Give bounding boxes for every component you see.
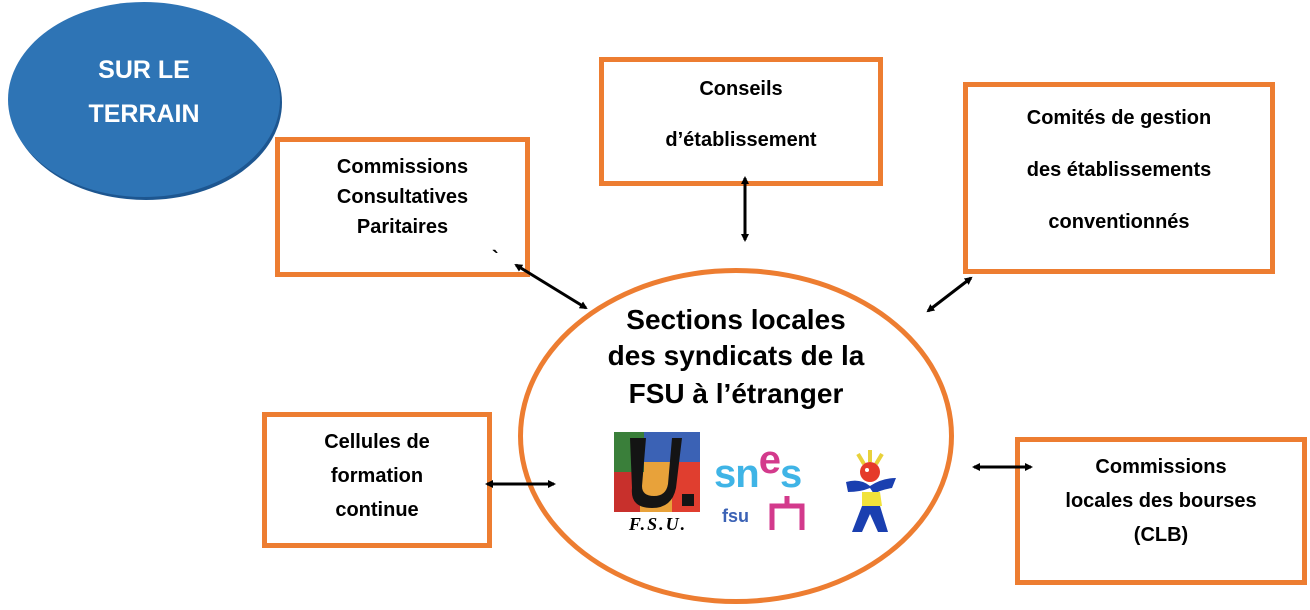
snes-letters-left: sn <box>714 452 760 496</box>
cellules-line-2: formation <box>330 465 424 487</box>
box-cellules-formation-continue: Cellules de formation continue <box>262 412 492 548</box>
stray-backtick-mark: ` <box>492 248 499 270</box>
ccp-line-3: Paritaires <box>356 216 449 238</box>
snes-fsu-logo: snes fsu <box>714 438 826 534</box>
sur-le-terrain-badge: SUR LE TERRAIN <box>8 2 280 197</box>
clb-line-2: locales des bourses <box>1065 490 1257 512</box>
hub-line-3: FSU à l’étranger <box>628 378 844 409</box>
cellules-line-3: continue <box>335 499 419 521</box>
snes-letter-s: s <box>779 452 802 496</box>
mascot-icon <box>846 450 896 532</box>
clb-line-1: Commissions <box>1095 456 1227 478</box>
comites-line-1: Comités de gestion <box>1026 107 1212 129</box>
box-commissions-locales-bourses: Commissions locales des bourses (CLB) <box>1015 437 1307 585</box>
snes-letter-e: e <box>758 438 781 482</box>
badge-line-2: TERRAIN <box>88 100 200 128</box>
fsu-logo-caption: F.S.U. <box>628 514 688 534</box>
clb-line-3: (CLB) <box>1133 524 1189 546</box>
badge-line-1: SUR LE <box>98 56 190 84</box>
ccp-line-2: Consultatives <box>336 186 469 208</box>
mascot-figure <box>840 448 900 536</box>
central-ellipse <box>518 268 954 604</box>
hub-line-1: Sections locales <box>626 304 846 335</box>
cellules-line-1: Cellules de <box>324 431 430 453</box>
box-conseils-etablissement: Conseils d’établissement <box>599 57 883 186</box>
arrow-ccp-hub <box>514 263 588 310</box>
arrow-comites-hub <box>926 276 973 313</box>
fsu-logo-graphic <box>614 432 700 512</box>
hub-line-2: des syndicats de la <box>607 340 865 371</box>
snes-sub-fsu: fsu <box>722 506 749 526</box>
box-commissions-consultatives-paritaires: Commissions Consultatives Paritaires <box>275 137 530 277</box>
conseils-line-2: d’établissement <box>665 129 817 151</box>
comites-line-2: des établissements <box>1026 159 1212 181</box>
conseils-line-1: Conseils <box>699 78 783 100</box>
ccp-line-1: Commissions <box>336 156 469 178</box>
fsu-logo: F.S.U. <box>612 428 704 538</box>
snes-figure-icon <box>769 496 805 530</box>
comites-line-3: conventionnés <box>1048 211 1190 233</box>
box-comites-de-gestion: Comités de gestion des établissements co… <box>963 82 1275 274</box>
